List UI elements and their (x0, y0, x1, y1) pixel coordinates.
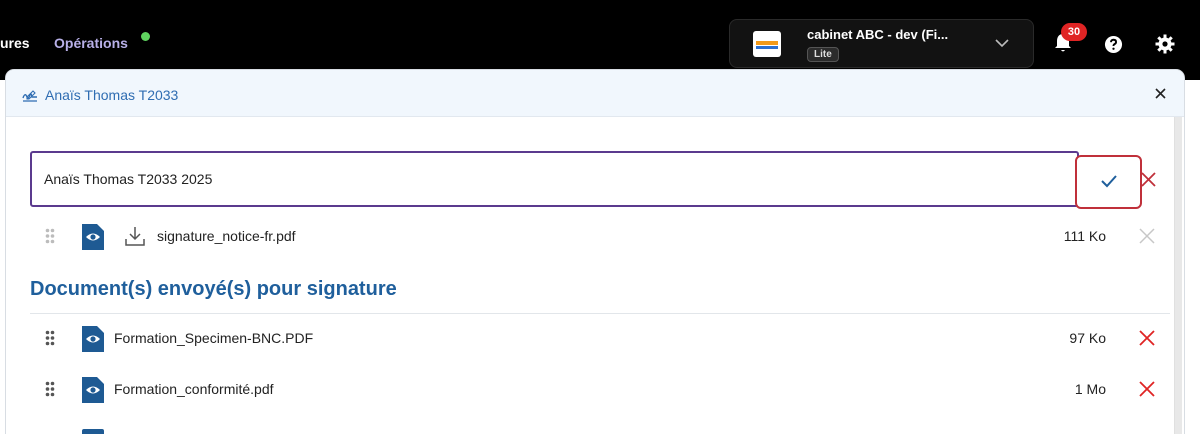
eye-icon[interactable] (82, 377, 104, 403)
gear-icon[interactable] (1155, 34, 1175, 54)
document-row: Formation_Specimen-BNC.PDF 97 Ko (30, 319, 1170, 363)
attachment-row: signature_notice-fr.pdf 111 Ko (30, 217, 1170, 261)
document-filename[interactable]: Formation_Specimen-BNC.PDF (114, 330, 314, 346)
drag-handle-icon[interactable] (45, 330, 55, 346)
panel-title: Anaïs Thomas T2033 (45, 87, 179, 103)
plan-badge: Lite (807, 47, 839, 62)
delete-document-icon[interactable] (1139, 381, 1155, 397)
cancel-edit-icon[interactable] (1140, 171, 1157, 188)
chevron-down-icon[interactable] (992, 33, 1012, 53)
drag-handle-icon[interactable] (45, 381, 55, 397)
signature-icon (22, 90, 37, 102)
cabinet-selector[interactable]: cabinet ABC - dev (Fi... Lite (729, 19, 1034, 68)
document-size: 97 Ko (1069, 330, 1106, 346)
scrollbar[interactable] (1174, 117, 1182, 434)
attachment-size: 111 Ko (1063, 228, 1106, 244)
close-icon[interactable] (1154, 87, 1167, 100)
status-dot (141, 32, 150, 41)
divider (30, 313, 1170, 314)
cabinet-name: cabinet ABC - dev (Fi... (807, 27, 949, 42)
eye-icon[interactable] (82, 224, 104, 250)
document-name-input[interactable] (30, 151, 1079, 207)
help-icon[interactable] (1104, 35, 1123, 54)
panel-header: Anaïs Thomas T2033 (6, 70, 1184, 117)
attachment-filename[interactable]: signature_notice-fr.pdf (157, 228, 296, 244)
delete-document-icon[interactable] (1139, 330, 1155, 346)
download-icon[interactable] (124, 225, 146, 247)
eye-icon (82, 429, 104, 434)
document-filename[interactable]: Formation_conformité.pdf (114, 381, 274, 397)
top-bar: ures Opérations cabinet ABC - dev (Fi...… (0, 0, 1200, 80)
check-icon (1101, 175, 1117, 188)
document-size: 1 Mo (1074, 381, 1106, 397)
document-panel: Anaïs Thomas T2033 signature_notice-fr.p (6, 70, 1184, 434)
confirm-button[interactable] (1075, 155, 1142, 209)
document-row: Formation_conformité.pdf 1 Mo (30, 370, 1170, 414)
eye-icon[interactable] (82, 326, 104, 352)
drag-handle-icon[interactable] (45, 228, 55, 244)
nav-item-operations[interactable]: Opérations (54, 35, 128, 51)
remove-attachment-icon[interactable] (1139, 228, 1155, 244)
cabinet-logo (753, 31, 781, 57)
nav-item-ures[interactable]: ures (0, 35, 30, 51)
section-title: Document(s) envoyé(s) pour signature (30, 278, 397, 300)
notification-count-badge: 30 (1061, 23, 1087, 41)
